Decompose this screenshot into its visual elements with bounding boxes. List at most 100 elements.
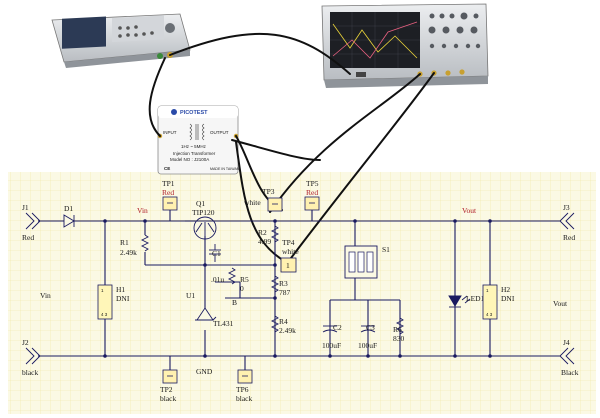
header-h1-icon: 1 4 3 [97,284,113,320]
switch-s1-ref: S1 [382,245,390,254]
transformer-model: Model NO : J2100A [170,157,209,162]
resistor-r5-icon [227,267,237,285]
connector-j2-label: black [22,368,38,377]
header-h2-icon: 1 4 3 [482,284,498,320]
diode-d1-ref: D1 [64,204,73,213]
transistor-q1-icon [193,216,217,240]
connector-j4-icon [559,347,575,365]
resistor-r5-ref: R5 [240,275,249,284]
freq-range-label: 1Hz ~ 5MHz [181,144,207,149]
connector-j2-ref: J2 [22,338,29,347]
connector-j1-ref: J1 [22,203,29,212]
svg-text:4 3: 4 3 [486,312,493,317]
transformer-symbol-icon [189,123,205,141]
cable-generator-to-scope [169,32,351,75]
capacitor-c1-icon [209,244,221,262]
header-h1-ref: H1 [116,285,125,294]
connector-j1-label: Red [22,233,34,242]
resistor-r6-ref: R6 [393,325,402,334]
cable-generator-to-transformer [148,57,166,137]
test-point-tp6-label: black [236,394,252,403]
net-vin-top: Vin [137,206,148,215]
scope-trace-2 [332,21,418,59]
function-generator [51,13,191,68]
capacitor-c3-ref: C3 [366,323,375,332]
capacitor-c2-ref: C2 [333,323,342,332]
shunt-regulator-u1-icon [195,307,217,321]
test-point-tp1-label: Red [162,188,174,197]
capacitor-c2-icon [322,325,338,333]
shunt-regulator-u1-value: TL431 [213,319,234,328]
switch-s1-icon [344,245,378,279]
svg-text:1: 1 [101,288,104,293]
connector-j3-ref: J3 [563,203,570,212]
connector-j3-label: Red [563,233,575,242]
capacitor-c3-value: 100uF [358,341,377,350]
diode-d1-icon [63,214,75,228]
output-label: OUTPUT [210,130,229,135]
test-point-tp2 [162,369,178,384]
connector-j4-ref: J4 [563,338,570,347]
test-point-tp2-ref: TP2 [160,385,173,394]
input-label: INPUT [163,130,177,135]
node-b-label: B [232,298,237,307]
resistor-r3-icon [270,275,280,293]
capacitor-c2-value: 100uF [322,341,341,350]
connector-j3-icon [559,212,575,230]
test-point-tp4-ref: TP4 [282,238,295,247]
resistor-r6-value: 830 [393,334,405,343]
brand-label: PICOTEST [180,110,208,116]
generator-screen [62,16,106,49]
capacitor-c3-icon [360,325,376,333]
net-vout-top: Vout [462,206,477,215]
resistor-r1-ref: R1 [120,238,129,247]
ce-mark: CE [164,166,170,171]
injection-transformer: PICOTEST INPUT OUTPUT 1Hz ~ 5MHz Injecti… [157,105,240,175]
test-point-tp3-label: white [244,198,261,207]
resistor-r1-icon [140,234,150,252]
capacitor-c1-ref: C1 [212,249,221,258]
oscilloscope [321,3,489,88]
picotest-logo-icon [171,109,177,115]
connector-j2-icon [25,347,41,365]
svg-text:1: 1 [486,288,489,293]
svg-text:4 3: 4 3 [101,312,108,317]
resistor-r4-value: 2.49k [279,326,296,335]
connector-j4-label: Black [561,368,579,377]
test-point-tp4-marker: 1 [286,261,290,270]
resistor-r4-icon [270,315,280,333]
test-point-tp4-label: white [282,247,299,256]
resistor-r2-ref: R2 [258,228,267,237]
test-point-tp3-ref: TP3 [262,187,275,196]
header-h2-ref: H2 [501,285,510,294]
cable-scope-ch1-to-tp3 [269,73,421,213]
resistor-r3-value: 787 [279,288,291,297]
shunt-regulator-u1-ref: U1 [186,291,195,300]
test-point-tp3 [267,197,283,212]
test-point-tp6 [237,369,253,384]
resistor-r1-value: 2.49k [120,248,137,257]
resistor-r4-ref: R4 [279,317,288,326]
resistor-r6-icon [395,317,405,335]
resistor-r2-value: 4.99 [258,237,271,246]
cable-transformer-to-scope-gnd [231,139,321,161]
made-in-label: MADE IN TAIWAN [210,167,240,171]
capacitor-c1-value: .01u [211,275,224,284]
test-point-tp1-ref: TP1 [162,179,175,188]
test-point-tp1 [162,196,178,211]
connector-j1-icon [25,212,41,230]
test-point-tp5-label: Red [306,188,318,197]
led-ref: LED1 [466,294,485,303]
test-point-tp5 [304,196,320,211]
led-icon [448,295,471,308]
test-point-tp6-ref: TP6 [236,385,249,394]
generator-output-connector [157,53,163,59]
net-vout-right: Vout [553,299,568,308]
resistor-r2-icon [270,225,280,243]
test-point-tp5-ref: TP5 [306,179,319,188]
header-h2-value: DNI [501,294,515,303]
resistor-r3-ref: R3 [279,279,288,288]
test-point-tp4: 1 [280,257,297,273]
transistor-q1-ref: Q1 [196,199,205,208]
